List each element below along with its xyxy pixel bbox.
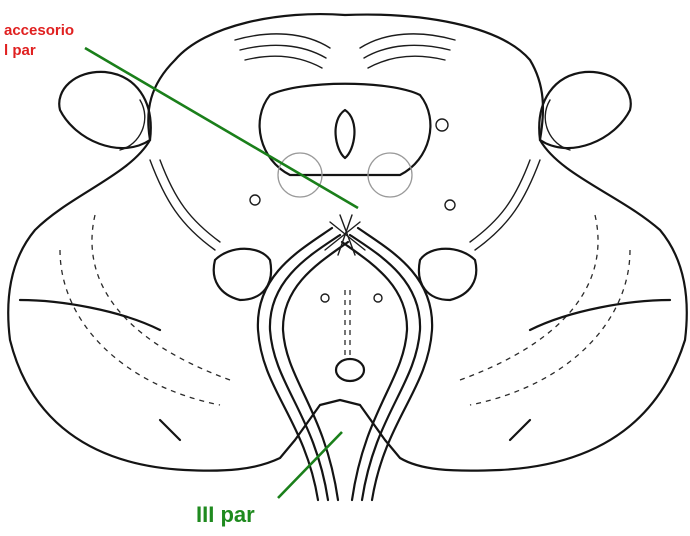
left-lobe-curl: [120, 100, 145, 150]
decussation-knot: [325, 215, 365, 255]
label-accesorio: accesorio: [4, 22, 74, 39]
pointer-line-bottom: [278, 432, 342, 498]
periaqueductal-outline: [260, 84, 431, 175]
left-lateral-lobe: [59, 72, 151, 148]
right-lateral-lobe: [539, 72, 631, 148]
tectum-striations: [235, 34, 455, 68]
right-substantia-nigra: [419, 249, 476, 300]
label-l-par: l par: [4, 42, 36, 59]
right-lobe-curl: [545, 100, 570, 150]
left-substantia-nigra: [214, 249, 271, 300]
pointer-line-top: [85, 48, 358, 208]
interpeduncular-nucleus: [336, 359, 364, 381]
label-iii-par: III par: [196, 502, 255, 528]
red-nucleus-region: [345, 290, 350, 360]
cerebral-aqueduct: [336, 110, 355, 158]
